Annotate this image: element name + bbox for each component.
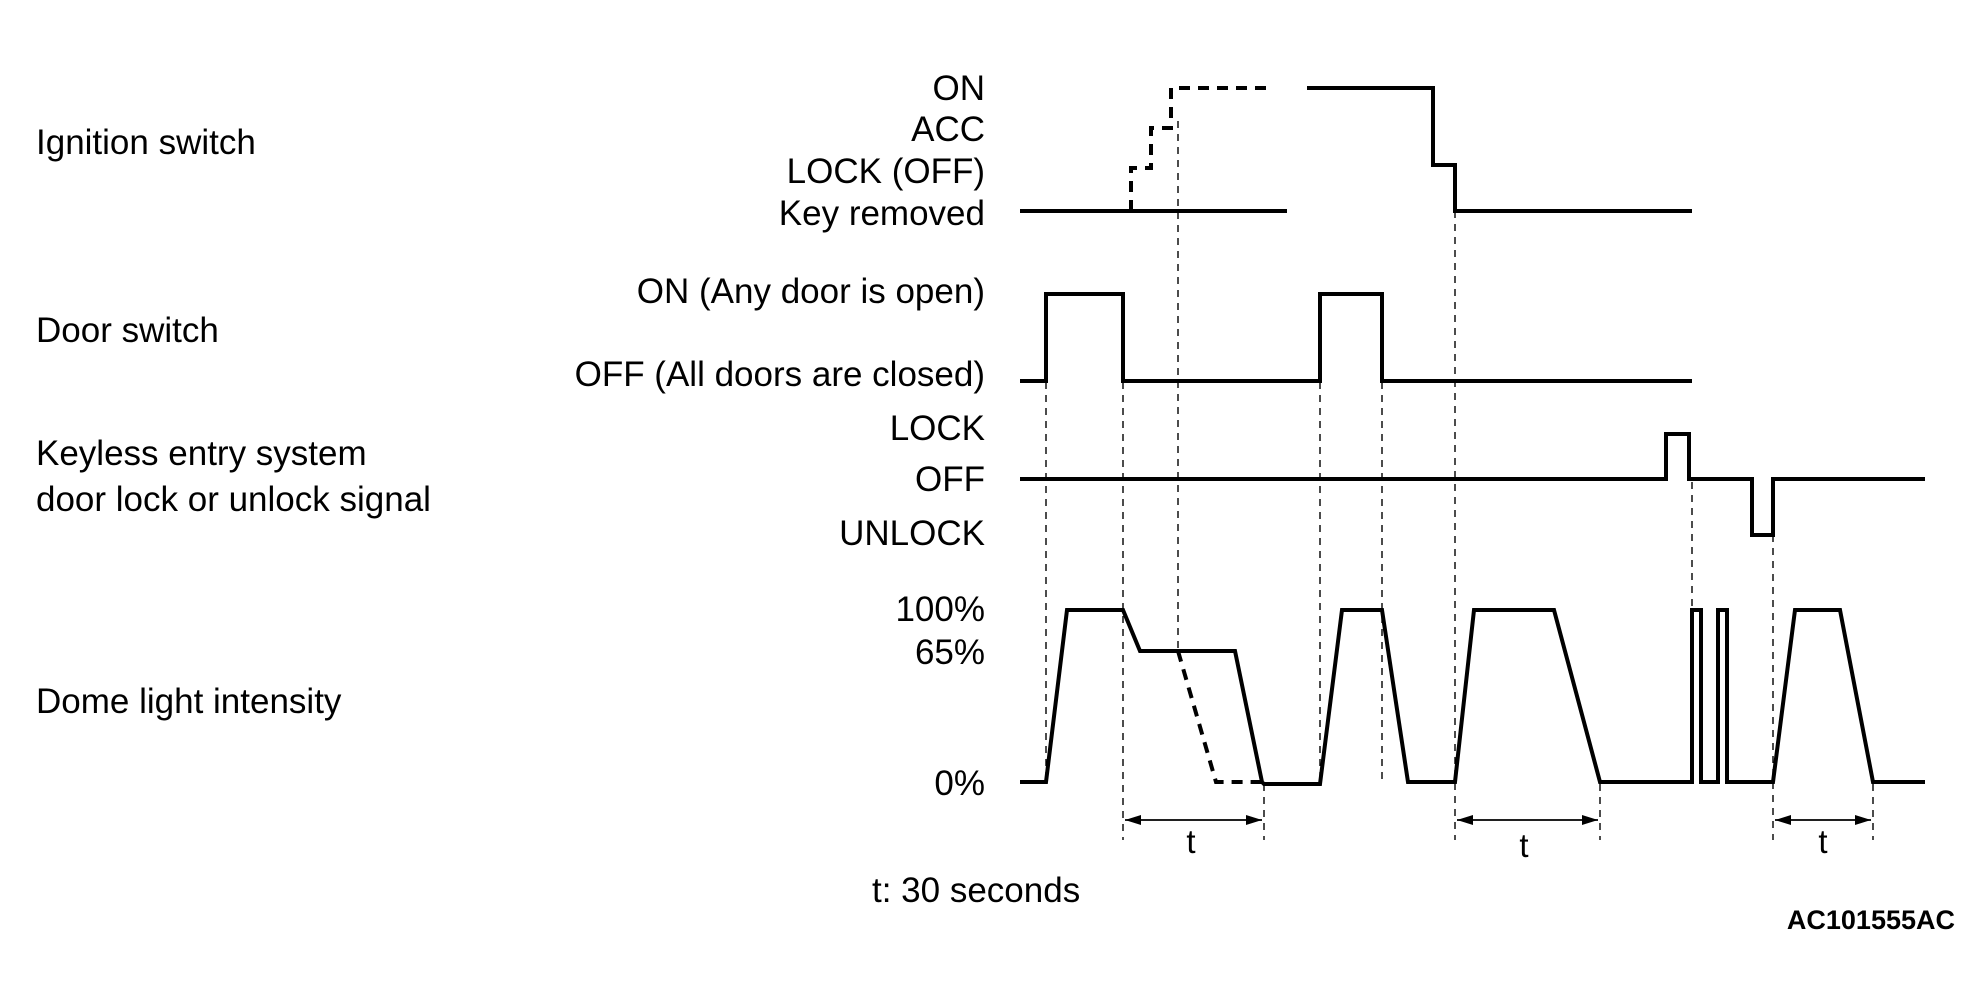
door-switch-waveform bbox=[1020, 292, 1692, 383]
ignition-switch-waveform bbox=[1020, 86, 1692, 213]
ignition-key-insertion-dashed-line bbox=[1129, 86, 1270, 211]
guide-lines bbox=[1045, 121, 1874, 840]
keyless-entry-label-line2: door lock or unlock signal bbox=[36, 480, 431, 519]
ignition-on-to-key-removed-line bbox=[1307, 86, 1692, 213]
dome-light-waveform bbox=[1020, 608, 1925, 786]
ignition-state-key-removed: Key removed bbox=[779, 194, 985, 233]
interval-dimension-2: t bbox=[1457, 815, 1598, 864]
interval-arrowhead-left bbox=[1775, 815, 1791, 825]
ignition-state-acc: ACC bbox=[911, 110, 985, 149]
ignition-state-lock-off: LOCK (OFF) bbox=[787, 152, 985, 191]
interval-note: t: 30 seconds bbox=[872, 871, 1080, 910]
interval-dimension-3: t bbox=[1775, 815, 1871, 860]
interval-arrowhead-right bbox=[1582, 815, 1598, 825]
ignition-switch-label: Ignition switch bbox=[36, 123, 256, 162]
dome-light-dashed-fade bbox=[1176, 650, 1264, 784]
figure-id: AC101555AC bbox=[1787, 905, 1955, 935]
interval-label-t: t bbox=[1818, 823, 1827, 860]
interval-dimension-1: t bbox=[1125, 815, 1262, 860]
keyless-state-lock: LOCK bbox=[890, 409, 985, 448]
interval-arrowhead-left bbox=[1125, 815, 1141, 825]
dome-state-100: 100% bbox=[895, 590, 985, 629]
interval-label-t: t bbox=[1186, 823, 1195, 860]
keyless-entry-waveform bbox=[1020, 432, 1925, 537]
dome-light-solid-line bbox=[1020, 608, 1925, 786]
keyless-state-off: OFF bbox=[915, 460, 985, 499]
keyless-entry-label-line1: Keyless entry system bbox=[36, 434, 367, 473]
interval-arrowhead-right bbox=[1855, 815, 1871, 825]
dome-state-0: 0% bbox=[934, 764, 985, 803]
interval-arrowhead-left bbox=[1457, 815, 1473, 825]
dome-light-intensity-label: Dome light intensity bbox=[36, 682, 342, 721]
interval-arrowhead-right bbox=[1246, 815, 1262, 825]
door-state-on: ON (Any door is open) bbox=[637, 272, 985, 311]
door-switch-label: Door switch bbox=[36, 311, 219, 350]
keyless-state-unlock: UNLOCK bbox=[839, 514, 985, 553]
dome-state-65: 65% bbox=[915, 633, 985, 672]
door-state-off: OFF (All doors are closed) bbox=[575, 355, 985, 394]
interval-label-t: t bbox=[1519, 827, 1528, 864]
ignition-state-on: ON bbox=[933, 69, 986, 108]
